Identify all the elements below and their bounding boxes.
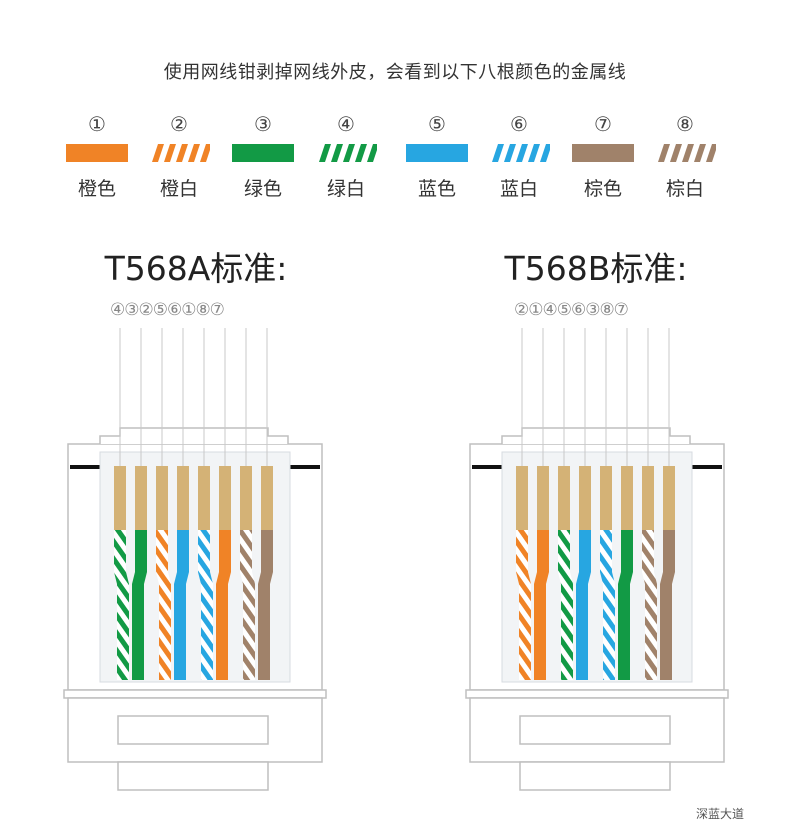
legend-name: 棕白 [665,178,704,200]
legend-number: ④ [337,112,355,136]
pin-contact [156,466,168,530]
legend-item: ⑤ 蓝色 [392,110,482,201]
legend-name: 绿白 [326,178,365,200]
plug-lip [63,689,327,699]
intro-text: 使用网线钳剥掉网线外皮，会看到以下八根颜色的金属线 [163,62,627,83]
wire-4 [114,530,129,680]
wire-1 [216,530,231,680]
t568b-pin-order: ②①④⑤⑥③⑧⑦ [514,300,629,320]
swatch-solid [232,144,294,162]
plug-lip [465,689,729,699]
wire-6 [198,530,213,680]
plug-tab [519,761,671,791]
legend-swatch [319,144,379,162]
pin-contact [177,466,189,530]
plug-top-cap [99,427,289,444]
pin-contact [261,466,273,530]
legend-item: ⑥ 蓝白 [474,110,564,201]
swatch-solid [406,144,468,162]
legend-number: ⑧ [676,112,694,136]
pin-contact [558,466,570,530]
legend-swatch [406,144,468,162]
pin-contact [579,466,591,530]
t568b-connector [465,328,729,791]
wire-2 [156,530,171,680]
legend-swatch [232,144,294,162]
plug-top-cap [501,427,691,444]
t568a-pin-order: ④③②⑤⑥①⑧⑦ [110,300,225,320]
legend-name: 绿色 [243,178,282,200]
pin-contact [135,466,147,530]
legend-name: 橙白 [159,178,198,200]
plug-tab [117,761,269,791]
wire-3 [132,530,147,680]
wire-6 [600,530,615,680]
wire-8 [240,530,255,680]
legend-number: ⑦ [594,112,612,136]
wire-3 [618,530,633,680]
swatch-striped [152,144,212,162]
legend-number: ③ [254,112,272,136]
legend-swatch [658,144,718,162]
pin-contact [537,466,549,530]
legend-swatch [66,144,128,162]
legend-swatch [152,144,212,162]
pin-contact [219,466,231,530]
swatch-striped [492,144,552,162]
legend-item: ② 橙白 [134,110,224,201]
wire-1 [534,530,549,680]
wire-8 [642,530,657,680]
wire-7 [258,530,273,680]
legend-name: 橙色 [77,178,116,200]
wire-2 [516,530,531,680]
swatch-striped [319,144,379,162]
legend-item: ⑧ 棕白 [640,110,730,201]
legend-item: ③ 绿色 [218,110,308,201]
watermark: 深蓝大道 [695,807,744,821]
legend-name: 蓝白 [499,178,538,200]
plug-latch-slot [117,715,269,745]
wire-color-legend: ① 橙色 ② 橙白 ③ 绿色 ④ 绿白 ⑤ 蓝色 ⑥ 蓝白 ⑦ 棕色 ⑧ 棕白 [0,110,790,210]
pin-contact [516,466,528,530]
wire-5 [576,530,591,680]
t568a-title: T568A标准: [104,249,288,288]
plug-latch-slot [519,715,671,745]
pin-contact [114,466,126,530]
t568a-connector [63,328,327,791]
legend-number: ② [170,112,188,136]
pin-contact [198,466,210,530]
t568b-title: T568B标准: [504,249,688,288]
wire-5 [174,530,189,680]
wire-4 [558,530,573,680]
legend-number: ① [88,112,106,136]
legend-swatch [572,144,634,162]
pin-contact [663,466,675,530]
legend-name: 蓝色 [417,178,456,200]
wire-7 [660,530,675,680]
pin-contact [621,466,633,530]
pin-contact [240,466,252,530]
legend-item: ⑦ 棕色 [558,110,648,201]
legend-swatch [492,144,552,162]
swatch-solid [66,144,128,162]
legend-number: ⑥ [510,112,528,136]
pin-contact [642,466,654,530]
legend-number: ⑤ [428,112,446,136]
legend-item: ① 橙色 [52,110,142,201]
legend-item: ④ 绿白 [301,110,391,201]
pin-contact [600,466,612,530]
legend-name: 棕色 [583,178,622,200]
swatch-striped [658,144,718,162]
swatch-solid [572,144,634,162]
